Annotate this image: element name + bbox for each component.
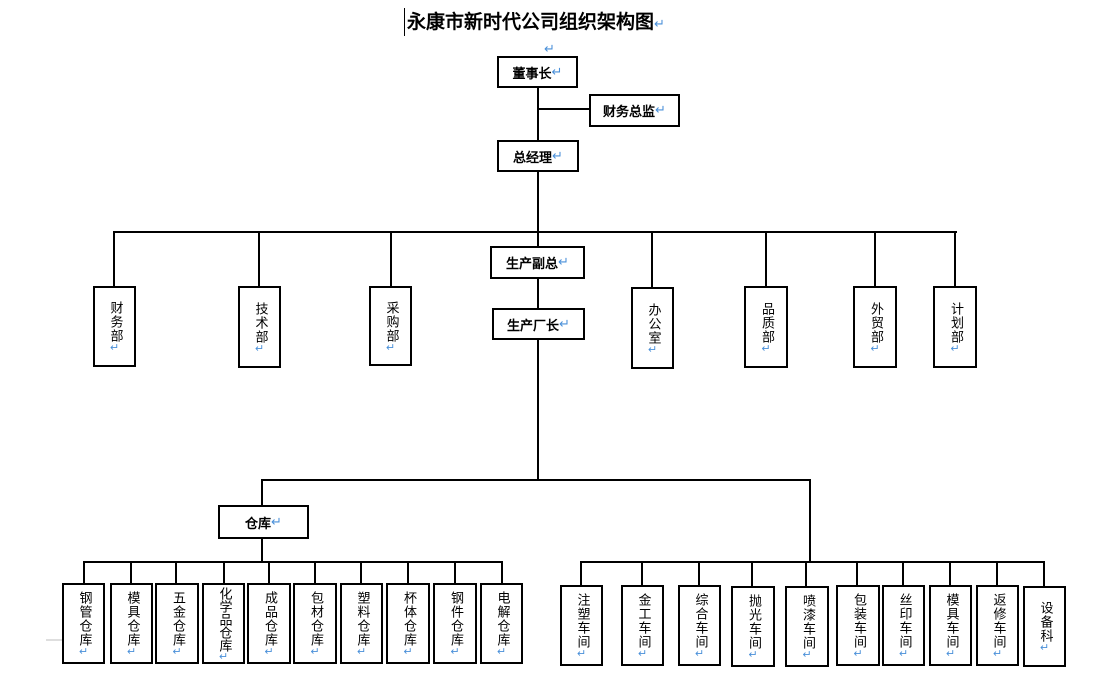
workshop-box: 模具车间↵: [929, 585, 972, 666]
dept-box: 采购部↵: [369, 286, 412, 366]
warehouse-box: 五金仓库↵: [155, 583, 199, 664]
workshop-box: 丝印车间↵: [882, 585, 925, 666]
dept-box: 品质部↵: [744, 286, 788, 368]
warehouse-box: 包材仓库↵: [293, 583, 337, 664]
warehouse-box: 成品仓库↵: [247, 583, 291, 664]
workshop-box: 金工车间↵: [621, 585, 664, 666]
warehouse-box: 塑料仓库↵: [340, 583, 383, 664]
warehouse-box: 钢管仓库↵: [62, 583, 105, 664]
warehouse-box: 化学品仓库↵: [202, 583, 245, 664]
chart-title: 永康市新时代公司组织架构图↵: [404, 8, 665, 36]
node-production-vp: 生产副总↵: [490, 246, 585, 279]
node-chairman: 董事长↵: [497, 56, 578, 88]
dept-box: 外贸部↵: [853, 286, 897, 368]
node-finance-director: 财务总监↵: [589, 94, 680, 127]
workshop-box: 设备科↵: [1023, 586, 1066, 667]
workshop-box: 喷漆车间↵: [785, 586, 829, 667]
warehouse-box: 杯体仓库↵: [386, 583, 430, 664]
paragraph-mark: ↵: [544, 42, 555, 57]
workshop-box: 包装车间↵: [836, 585, 880, 666]
node-factory-manager: 生产厂长↵: [492, 308, 585, 340]
node-general-manager: 总经理↵: [497, 140, 579, 172]
warehouse-box: 电解仓库↵: [480, 583, 523, 664]
workshop-box: 综合车间↵: [678, 585, 721, 666]
warehouse-box: 钢件仓库↵: [433, 583, 477, 664]
workshop-box: 抛光车间↵: [731, 586, 775, 667]
dept-box: 办公室↵: [631, 287, 674, 369]
dept-box: 计划部↵: [933, 286, 977, 368]
workshop-box: 注塑车间↵: [560, 585, 603, 666]
warehouse-box: 模具仓库↵: [110, 583, 153, 664]
dept-box: 财务部↵: [93, 286, 136, 367]
workshop-box: 返修车间↵: [976, 585, 1019, 666]
node-warehouse: 仓库↵: [218, 505, 309, 539]
dept-box: 技术部↵: [238, 286, 281, 368]
